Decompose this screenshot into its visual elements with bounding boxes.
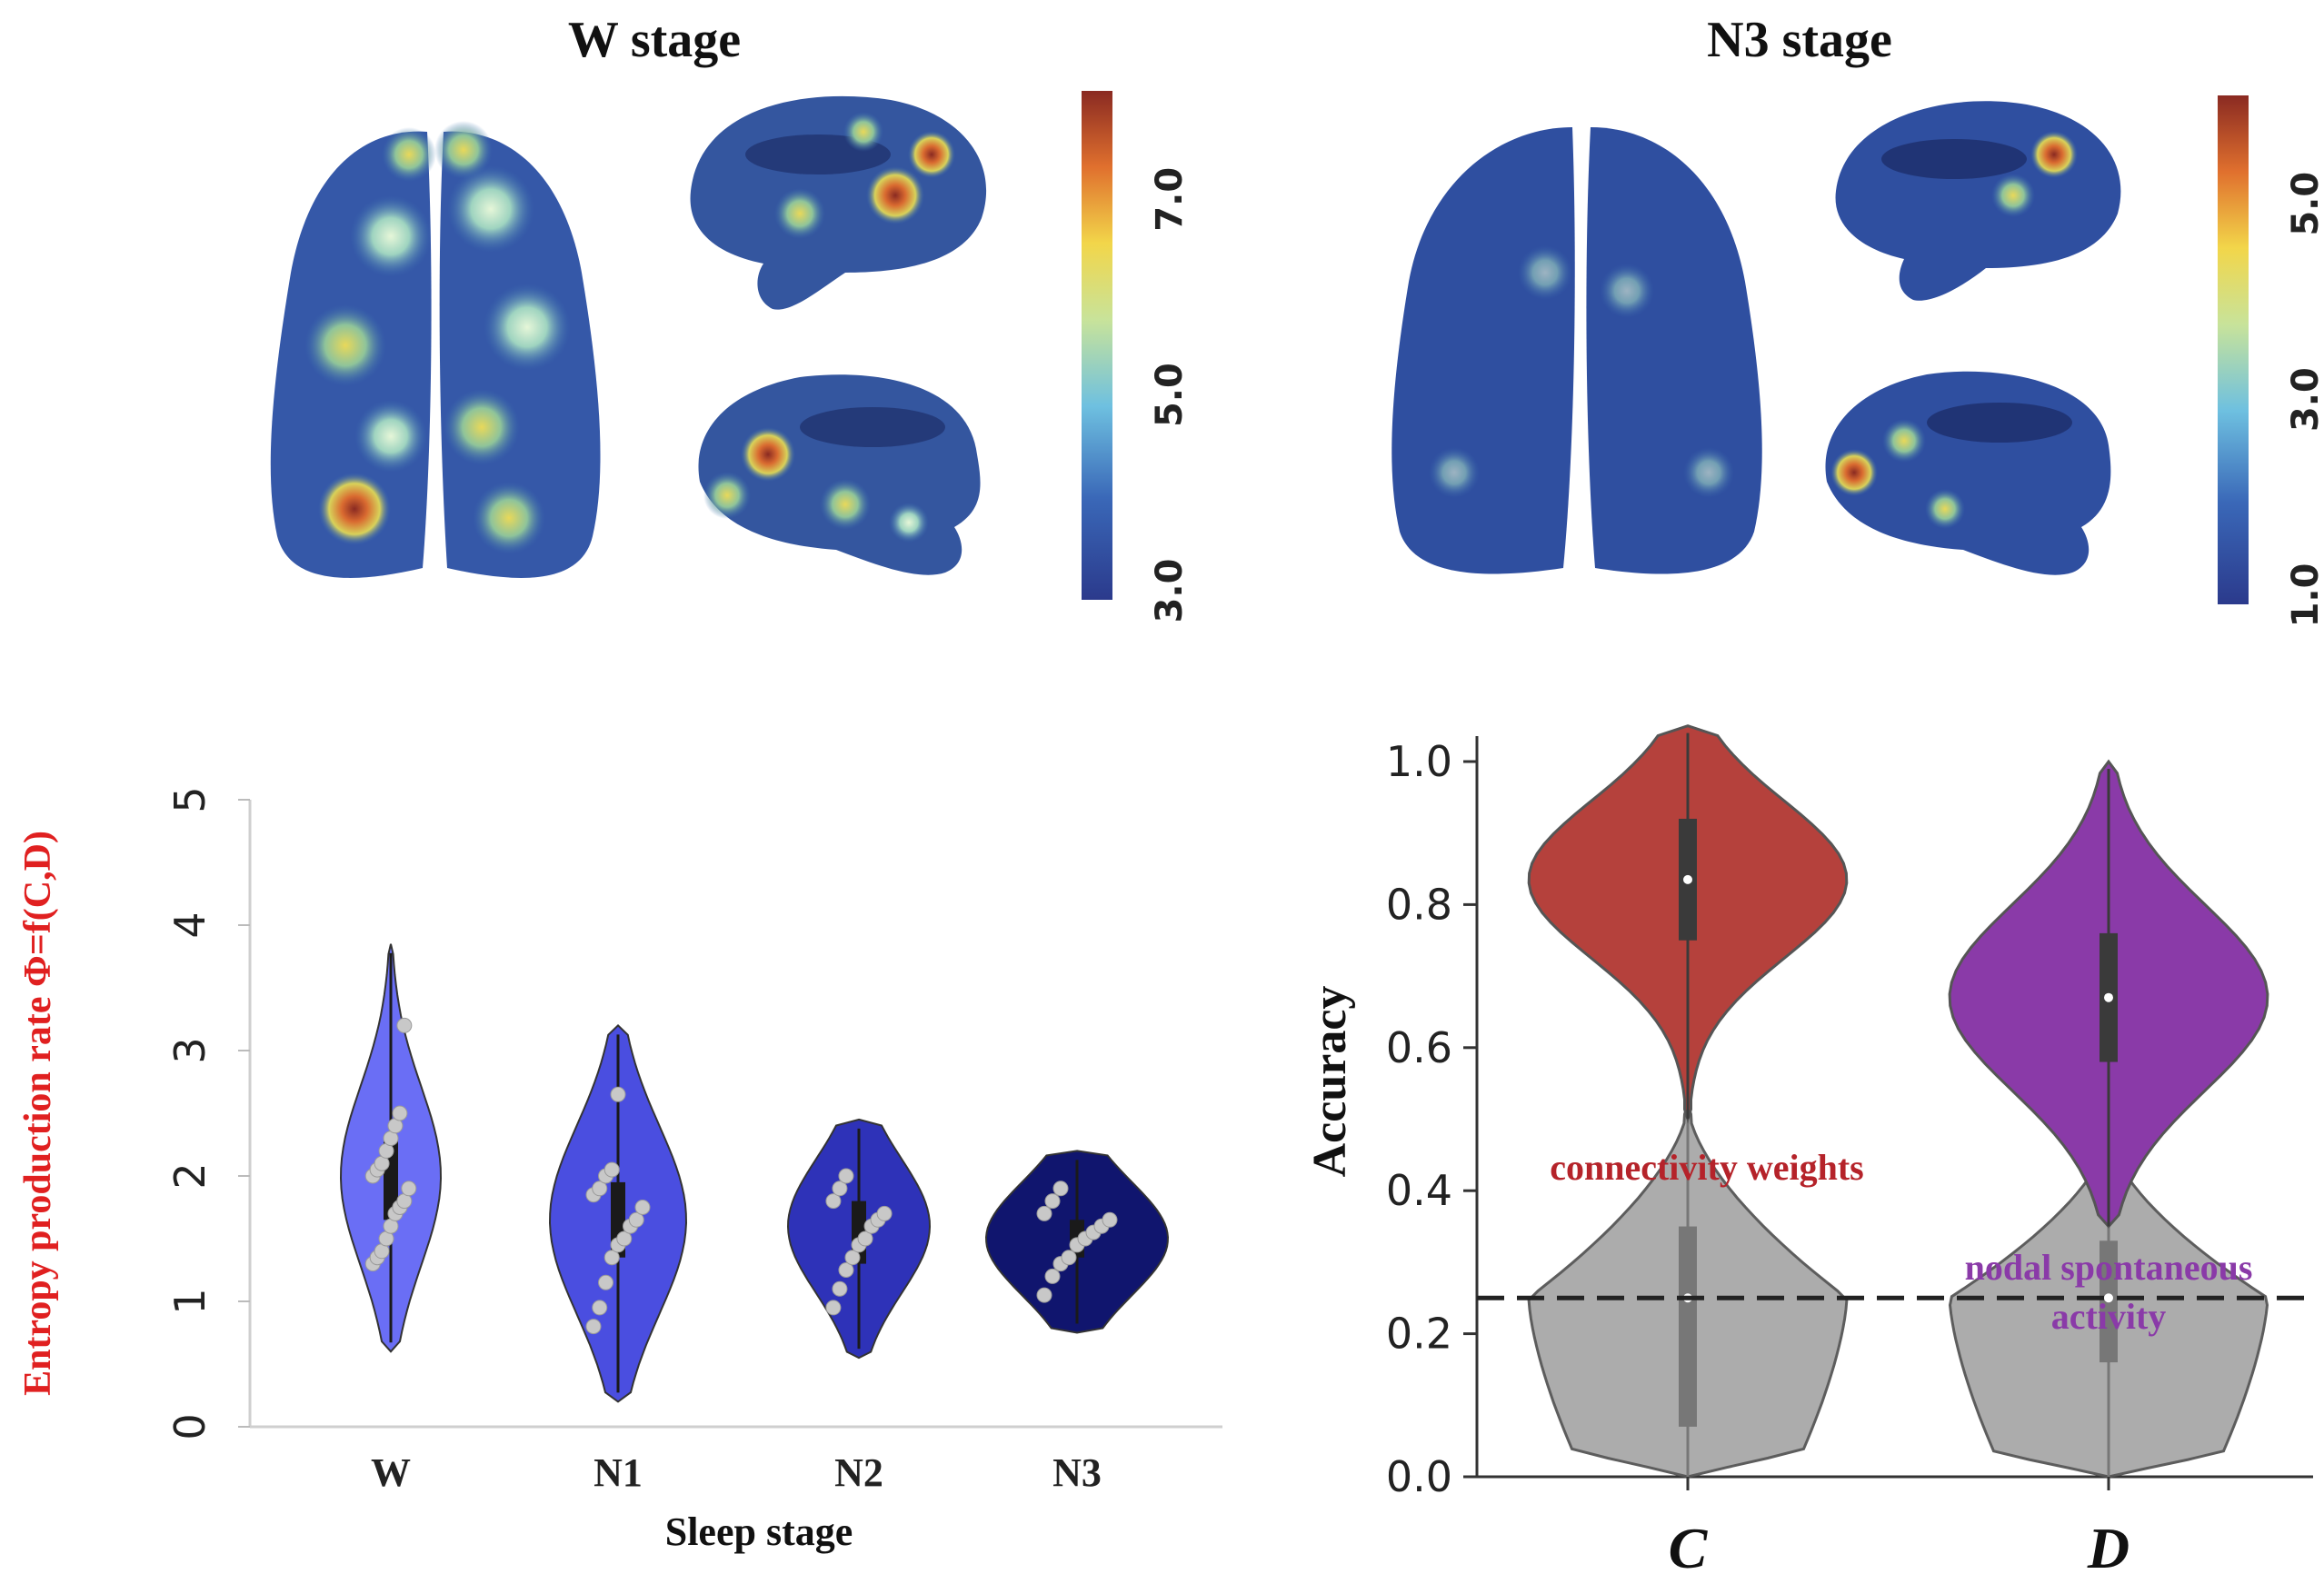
- chart2-x-tick-label: D: [2087, 1516, 2130, 1580]
- chart1-y-tick-label: 1: [165, 1288, 214, 1314]
- chart2-y-tick-label: 0.8: [1386, 880, 1452, 929]
- data-point-N1: [616, 1230, 633, 1247]
- chart1-violins: [339, 943, 1170, 1403]
- colorbar-tick-label: 3.0: [2285, 367, 2324, 432]
- chart1-y-ticks: 0 1 2 3 4 5: [165, 786, 250, 1440]
- data-point-N1: [634, 1200, 651, 1215]
- w-colorbar: [1082, 91, 1112, 600]
- w-brain-dorsal-view: [270, 121, 601, 578]
- data-point-N3: [1102, 1211, 1118, 1228]
- data-point-N3: [1052, 1181, 1069, 1197]
- colorbar-tick-label: 7.0: [1149, 167, 1191, 232]
- data-point-N1: [592, 1181, 608, 1197]
- data-point-N2: [825, 1300, 842, 1316]
- data-point-N3: [1061, 1250, 1077, 1266]
- chart1-x-tick-label: N1: [593, 1450, 643, 1495]
- w-colorbar-ticks: 3.0 5.0 7.0: [1149, 167, 1191, 623]
- w-stage-title: W stage: [568, 12, 741, 68]
- w-brain-lateral-view-bottom: [698, 374, 981, 575]
- data-point-N1: [585, 1319, 602, 1335]
- data-point-N2: [838, 1168, 854, 1184]
- chart1-y-tick-label: 2: [165, 1162, 214, 1189]
- median-marker-D: [2104, 992, 2113, 1002]
- n3-colorbar-ticks: 1.0 3.0 5.0: [2285, 172, 2324, 628]
- data-point-N1: [628, 1211, 644, 1228]
- chart2-x-tick-label: C: [1669, 1516, 1709, 1580]
- w-stage-panel: W stage: [270, 12, 1191, 623]
- chart2-y-tick-label: 0.2: [1386, 1310, 1452, 1359]
- data-point-W: [392, 1105, 408, 1121]
- data-point-N3: [1036, 1205, 1052, 1221]
- annotation-nodal-spontaneous: nodal spontaneous: [1965, 1247, 2253, 1288]
- chart1-y-tick-label: 5: [165, 786, 214, 812]
- data-point-N3: [1036, 1287, 1052, 1303]
- data-point-N2: [832, 1280, 848, 1297]
- data-point-N3: [1044, 1268, 1061, 1284]
- data-point-N2: [844, 1250, 861, 1266]
- colorbar-tick-label: 5.0: [1149, 363, 1191, 427]
- iqr-box-C: [1679, 1226, 1697, 1427]
- chart2-y-ticks: 0.0 0.2 0.4 0.6 0.8 1.0: [1386, 737, 1477, 1501]
- data-point-N3: [1044, 1193, 1061, 1210]
- chart1-x-ticks: W N1 N2 N3: [371, 1450, 1102, 1495]
- n3-colorbar: [2218, 95, 2249, 604]
- n3-stage-title: N3 stage: [1707, 12, 1892, 68]
- data-point-N1: [603, 1161, 620, 1178]
- colorbar-tick-label: 3.0: [1149, 559, 1191, 623]
- chart2-y-tick-label: 0.6: [1386, 1023, 1452, 1072]
- median-marker-D: [2104, 1293, 2113, 1303]
- annotation-connectivity-weights: connectivity weights: [1550, 1147, 1864, 1188]
- data-point-N1: [592, 1300, 608, 1316]
- chart1-x-tick-label: N2: [834, 1450, 883, 1495]
- w-brain-lateral-view-top: [690, 95, 987, 310]
- data-point-N1: [610, 1086, 626, 1102]
- data-point-N2: [857, 1230, 873, 1247]
- n3-brain-lateral-view-bottom: [1825, 371, 2111, 575]
- data-point-N2: [832, 1181, 848, 1197]
- chart2-y-axis-label: Accuracy: [1304, 986, 1356, 1178]
- chart1-y-tick-label: 4: [165, 912, 214, 938]
- n3-brain-dorsal-view: [1391, 127, 1762, 574]
- n3-stage-panel: N3 stage 1.0 3.0 5.0: [1391, 12, 2324, 627]
- colorbar-tick-label: 5.0: [2285, 172, 2324, 236]
- data-point-N2: [876, 1205, 893, 1221]
- chart2-y-tick-label: 0.0: [1386, 1452, 1452, 1501]
- chart2-y-tick-label: 1.0: [1386, 737, 1452, 786]
- data-point-N2: [838, 1262, 854, 1278]
- chart2-y-tick-label: 0.4: [1386, 1166, 1452, 1215]
- chart2-violins: [1527, 724, 2269, 1479]
- chart1-x-tick-label: W: [371, 1450, 411, 1495]
- chart1-y-tick-label: 0: [165, 1413, 214, 1440]
- chart1-y-tick-label: 3: [165, 1037, 214, 1063]
- data-point-N1: [603, 1250, 620, 1266]
- entropy-violin-chart: 0 1 2 3 4 5 W N1 N2 N3 Sleep stage Entropy produ…: [17, 786, 1222, 1554]
- data-point-N2: [825, 1193, 842, 1210]
- annotation-activity: activity: [2051, 1296, 2167, 1337]
- data-point-N1: [598, 1274, 613, 1290]
- median-marker-C: [1683, 874, 1692, 884]
- data-point-W: [401, 1181, 417, 1197]
- chart1-y-axis-label: Entropy production rate Φ=f(C,D): [17, 831, 59, 1396]
- chart1-x-tick-label: N3: [1052, 1450, 1102, 1495]
- colorbar-tick-label: 1.0: [2285, 563, 2324, 628]
- n3-brain-lateral-view-top: [1835, 101, 2121, 301]
- chart1-x-axis-label: Sleep stage: [665, 1509, 853, 1554]
- data-point-W: [396, 1017, 413, 1033]
